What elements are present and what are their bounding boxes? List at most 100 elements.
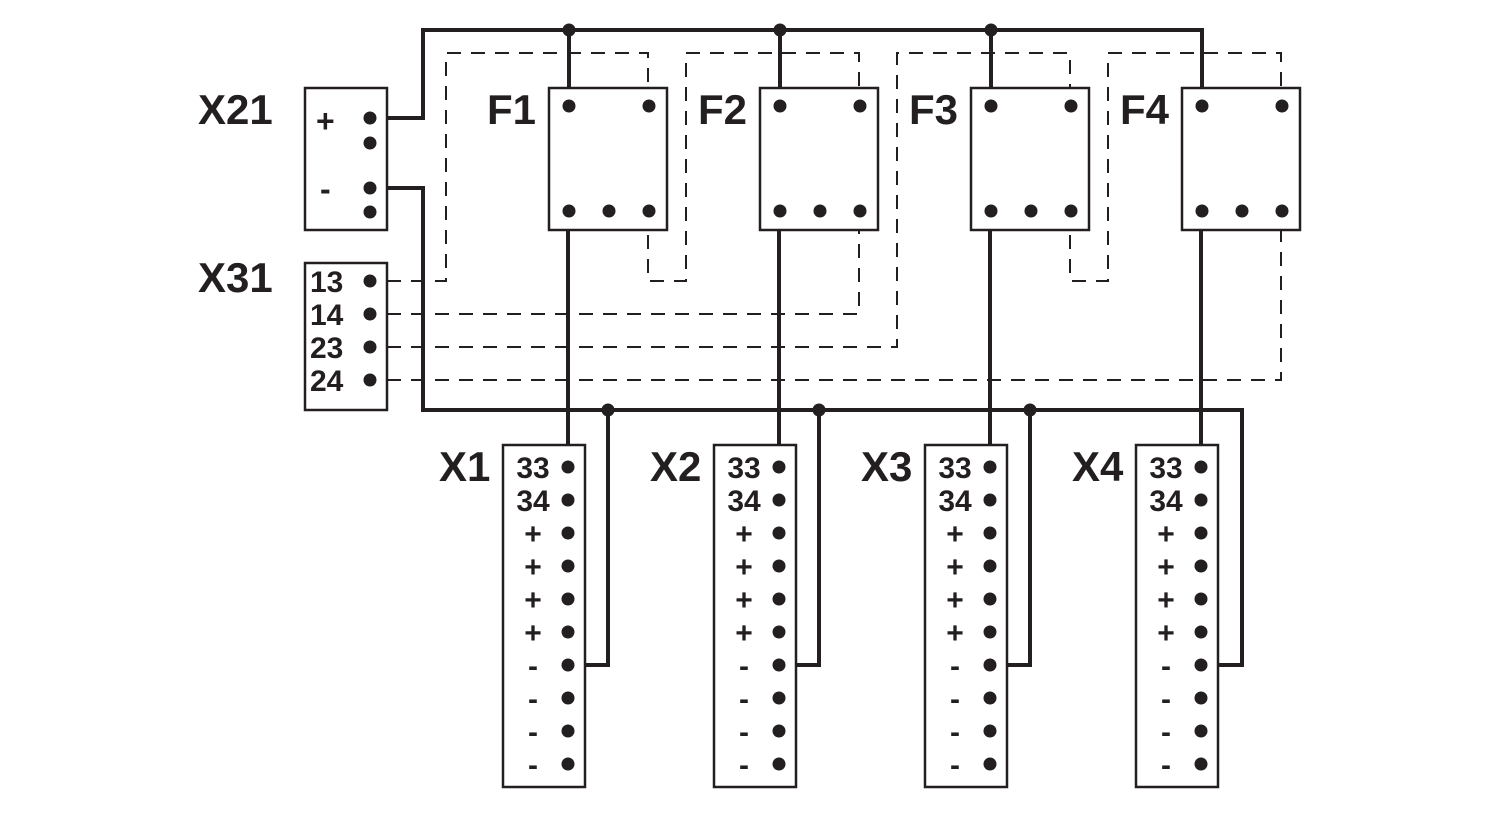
x2-pin-label-7: - [739,650,749,683]
fuse-2-signal-bottom-terminal [853,204,867,218]
x2-pin-6-terminal [772,625,786,639]
x21-plus-terminal-2 [363,136,377,150]
x3-pin-2-terminal [983,493,997,507]
x31-terminal-number-14: 14 [310,299,344,332]
bus-junction-2 [773,23,787,37]
fuse-1-in-terminal [562,99,576,113]
minus-supply-bus [368,186,1244,667]
x3-pin-4-terminal [983,559,997,573]
x31-terminal-number-23: 23 [310,332,343,365]
component-boxes [303,86,1302,789]
x31-terminal-14 [363,307,377,321]
x2-pin-label-8: - [739,683,749,716]
x1-pin-label-4: + [524,551,542,584]
fuse-3-mid-terminal [1024,204,1038,218]
x4-pin-label-2: 34 [1149,485,1183,518]
x2-pin-label-10: - [739,749,749,782]
x1-pin-2-terminal [561,493,575,507]
x3-pin-label-7: - [950,650,960,683]
signal-loop-23-top [387,52,1071,348]
fuse-4-out-terminal [1195,204,1209,218]
signal-loop-f3-f4 [1069,52,1282,282]
x31-label: X31 [198,254,273,301]
x3-pin-10-terminal [983,757,997,771]
x1-pin-6-terminal [561,625,575,639]
x21-minus-terminal-2 [363,205,377,219]
x3-pin-6-terminal [983,625,997,639]
x21-box [303,86,389,232]
signal-wires-dashed [387,52,1282,381]
x3-pin-label-5: + [946,584,964,617]
x4-pin-4-terminal [1194,559,1208,573]
x4-pin-label-4: + [1157,551,1175,584]
x4-pin-label-1: 33 [1149,452,1182,485]
fuse-label-1: F1 [487,86,536,133]
x21-plus-sign: + [316,103,335,139]
fuse-2-signal-top-terminal [853,99,867,113]
fuse-4-in-terminal [1195,99,1209,113]
output-label-2: X2 [650,443,701,490]
x2-pin-label-4: + [735,551,753,584]
signal-loop-f1-f2 [647,52,860,282]
fuse-label-4: F4 [1120,86,1170,133]
x31-terminal-23 [363,340,377,354]
x3-pin-label-1: 33 [938,452,971,485]
x1-pin-7-terminal [561,658,575,672]
x3-pin-label-4: + [946,551,964,584]
x1-pin-8-terminal [561,691,575,705]
x3-pin-label-3: + [946,518,964,551]
x4-pin-9-terminal [1194,724,1208,738]
x3-pin-1-terminal [983,460,997,474]
x3-pin-7-terminal [983,658,997,672]
fuse-3-signal-top-terminal [1064,99,1078,113]
fuse-3-out-terminal [984,204,998,218]
x3-pin-label-2: 34 [938,485,972,518]
fuse-2-in-terminal [773,99,787,113]
fuse-1-mid-terminal [602,204,616,218]
x4-pin-label-8: - [1161,683,1171,716]
x1-pin-label-3: + [524,518,542,551]
bus-junction-3 [984,23,998,37]
fuse-label-2: F2 [698,86,747,133]
x4-pin-label-10: - [1161,749,1171,782]
x31-terminal-number-13: 13 [310,266,343,299]
x1-pin-1-terminal [561,460,575,474]
x2-pin-3-terminal [772,526,786,540]
x3-pin-5-terminal [983,592,997,606]
x4-pin-6-terminal [1194,625,1208,639]
x2-pin-9-terminal [772,724,786,738]
x2-pin-7-terminal [772,658,786,672]
x4-pin-5-terminal [1194,592,1208,606]
fuse-3-signal-bottom-terminal [1064,204,1078,218]
minus-bus-junction-2 [812,403,826,417]
x2-pin-4-terminal [772,559,786,573]
output-label-1: X1 [439,443,490,490]
x2-pin-label-5: + [735,584,753,617]
fuse-1-out-terminal [562,204,576,218]
x1-pin-label-7: - [528,650,538,683]
fuse-1-signal-top-terminal [642,99,656,113]
x21-minus-terminal [363,181,377,195]
fuse-label-3: F3 [909,86,958,133]
x21-plus-terminal [363,111,377,125]
x31-terminal-number-24: 24 [310,365,344,398]
x4-pin-label-7: - [1161,650,1171,683]
x2-pin-5-terminal [772,592,786,606]
plus-supply-bus [368,28,1204,120]
x1-pin-label-2: 34 [516,485,550,518]
x1-pin-label-9: - [528,716,538,749]
x4-pin-2-terminal [1194,493,1208,507]
x2-pin-8-terminal [772,691,786,705]
x1-pin-3-terminal [561,526,575,540]
output-label-3: X3 [861,443,912,490]
x4-pin-label-5: + [1157,584,1175,617]
x31-terminal-13 [363,274,377,288]
x1-pin-label-6: + [524,617,542,650]
minus-bus-junction-1 [601,403,615,417]
x2-pin-label-1: 33 [727,452,760,485]
signal-loop-14 [387,211,860,315]
x3-pin-3-terminal [983,526,997,540]
fuse-1-signal-bottom-terminal [642,204,656,218]
output-label-4: X4 [1072,443,1124,490]
